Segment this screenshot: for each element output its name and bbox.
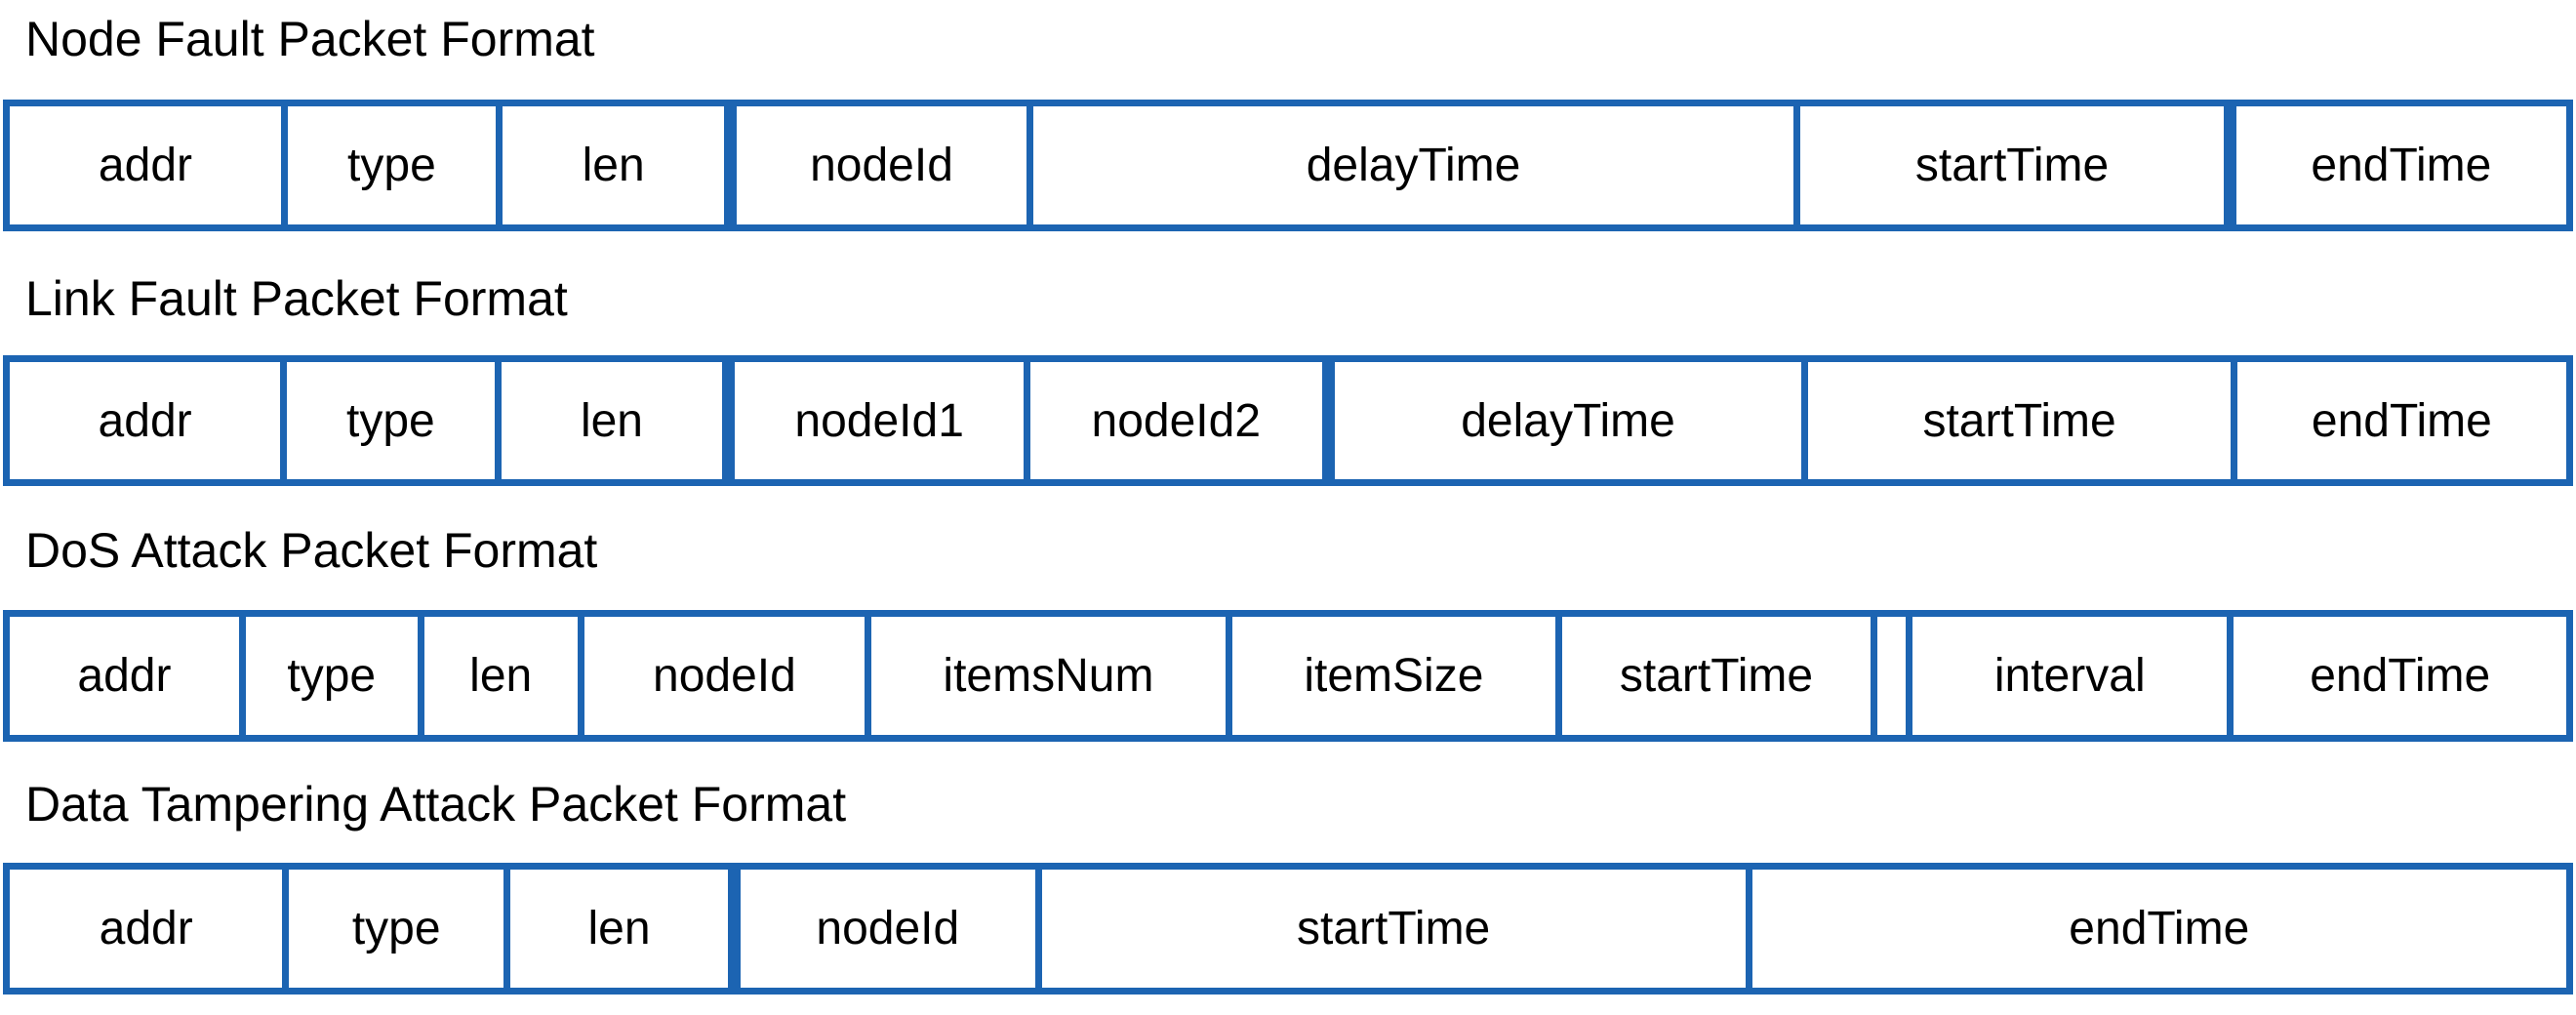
section-title-dos-attack: DoS Attack Packet Format [25,523,598,578]
field-cell-endTime: endTime [2227,617,2567,735]
field-cell-endTime: endTime [1745,870,2566,988]
field-cell-nodeId2: nodeId2 [1023,362,1322,479]
field-cell-type: type [280,106,496,224]
field-cell-itemsNum: itemsNum [864,617,1226,735]
field-cell-startTime: startTime [1801,362,2231,479]
field-cell-type: type [238,617,418,735]
field-cell-startTime: startTime [1554,617,1872,735]
field-cell-delayTime: delayTime [1321,362,1802,479]
field-cell-len: len [494,362,723,479]
field-cell-endTime: endTime [2230,362,2567,479]
section-title-data-tampering: Data Tampering Attack Packet Format [25,777,847,832]
section-title-node-fault: Node Fault Packet Format [25,12,595,66]
field-cell-nodeId: nodeId [727,870,1035,988]
field-cell-itemSize: itemSize [1225,617,1555,735]
field-cell-len: len [495,106,725,224]
field-cell-nodeId: nodeId [577,617,865,735]
field-cell-type: type [280,362,495,479]
field-cell-endTime: endTime [2223,106,2566,224]
field-cell-interval: interval [1912,617,2228,735]
field-cell-delayTime: delayTime [1026,106,1794,224]
field-cell-startTime: startTime [1793,106,2224,224]
field-cell-addr: addr [10,362,281,479]
field-cell-addr: addr [10,617,239,735]
field-cell-addr: addr [10,870,283,988]
field-cell-len: len [503,870,728,988]
section-title-link-fault: Link Fault Packet Format [25,271,568,326]
field-cell-startTime: startTime [1034,870,1746,988]
field-cell-nodeId: nodeId [724,106,1026,224]
field-cell-nodeId1: nodeId1 [722,362,1024,479]
group-divider-gap [1871,617,1913,735]
field-cell-len: len [417,617,578,735]
field-cell-addr: addr [10,106,281,224]
field-cell-type: type [282,870,504,988]
